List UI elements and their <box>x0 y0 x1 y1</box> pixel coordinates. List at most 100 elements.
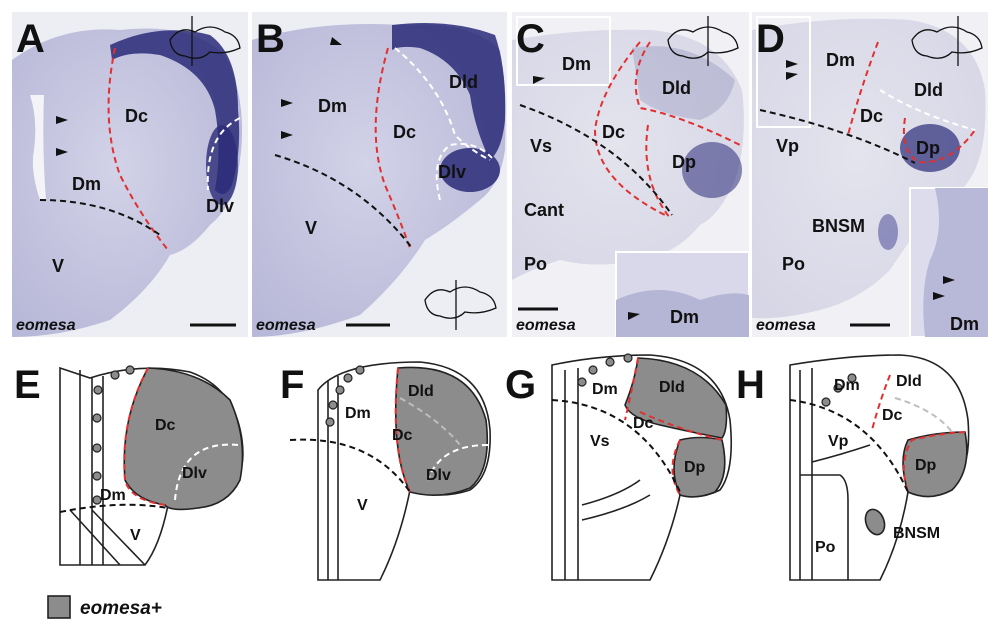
brain-orientation-icon <box>424 280 497 330</box>
panel-c-label-cant: Cant <box>524 200 564 220</box>
panel-e-label-dlv: Dlv <box>182 465 207 482</box>
panel-g-label-dp: Dp <box>684 459 706 476</box>
panel-d-label-bnsm: BNSM <box>812 216 865 236</box>
arrowhead-icon <box>56 116 68 124</box>
panel-d-micrograph: D Dm Dld Dc Vp Dp BNSM Po Dm eomesa <box>752 12 988 337</box>
panel-h-schematic: H Dm Dld Dc Vp Dp Po BNSM <box>736 354 970 581</box>
panel-f-label-dc: Dc <box>392 427 413 444</box>
panel-b-boundary-white-2 <box>435 142 493 201</box>
panel-d-inset-label: Dm <box>950 314 979 334</box>
panel-d-label-dm: Dm <box>826 50 855 70</box>
panel-e-label-v: V <box>130 527 141 544</box>
panel-b-stain <box>392 22 506 161</box>
panel-c-gene-label: eomesa <box>516 317 576 334</box>
panel-d-label-dld: Dld <box>914 80 943 100</box>
panel-a-label-dlv: Dlv <box>206 196 234 216</box>
panel-d-boundary-white <box>879 89 976 131</box>
panel-d-gene-label: eomesa <box>756 317 816 334</box>
panel-d-boundary-red-1 <box>847 41 879 136</box>
panel-h-label-bnsm: BNSM <box>893 525 940 542</box>
panel-c-inset-label: Dm <box>670 307 699 327</box>
panel-b-label-dm: Dm <box>318 96 347 116</box>
panel-c-letter: C <box>516 17 545 61</box>
panel-a-micrograph: A Dc Dm Dlv V eomesa <box>12 12 248 337</box>
panel-e-schematic: E Dc Dlv Dm V <box>14 363 244 566</box>
panel-c-inset-frame <box>516 16 611 86</box>
brain-orientation-icon <box>667 16 739 66</box>
legend-swatch <box>47 595 71 619</box>
arrowhead-icon <box>533 76 545 84</box>
panel-a-boundary-white <box>206 117 241 191</box>
panel-c-label-vs: Vs <box>530 136 552 156</box>
panel-a-ventricle <box>30 95 46 200</box>
panel-b-label-dlv: Dlv <box>438 162 466 182</box>
panel-c-stain-dp <box>682 142 742 198</box>
panel-b-label-v: V <box>305 218 317 238</box>
panel-d-inset-frame <box>756 16 811 128</box>
panel-b-label-dld: Dld <box>449 72 478 92</box>
panel-f-letter: F <box>280 363 304 407</box>
panel-b-gene-label: eomesa <box>256 317 316 334</box>
panel-c-label-dp: Dp <box>672 152 696 172</box>
panel-g-label-vs: Vs <box>590 433 610 450</box>
panel-g-label-dc: Dc <box>633 415 654 432</box>
arrowhead-icon <box>281 131 293 139</box>
panel-c-micrograph: C Dm Dld Dc Vs Dp Cant Po Dm eomesa <box>512 12 749 337</box>
panel-f-label-dld: Dld <box>408 383 434 400</box>
panel-b-boundary-white-1 <box>394 47 491 161</box>
panel-a-stain <box>110 30 240 194</box>
arrowhead-icon <box>281 99 293 107</box>
panel-f-label-dm: Dm <box>345 405 371 422</box>
brain-orientation-icon <box>911 16 983 66</box>
panel-h-label-dm: Dm <box>834 377 860 394</box>
panel-c-stain-dld <box>632 46 735 121</box>
arrowhead-icon <box>786 60 798 68</box>
panel-d-boundary-red-2 <box>902 117 976 164</box>
arrowhead-icon <box>628 312 640 320</box>
panel-b-letter: B <box>256 17 285 61</box>
panel-d-label-dc: Dc <box>860 106 883 126</box>
panel-c-label-dm: Dm <box>562 54 591 74</box>
brain-orientation-icon <box>169 16 241 66</box>
panel-b-stain-dlv <box>440 148 500 192</box>
panel-d-label-vp: Vp <box>776 136 799 156</box>
panel-h-label-dld: Dld <box>896 373 922 390</box>
legend-label: eomesa+ <box>80 598 162 619</box>
panel-h-label-dc: Dc <box>882 407 903 424</box>
panel-c-label-dld: Dld <box>662 78 691 98</box>
panel-a-letter: A <box>16 17 45 61</box>
panel-a-label-dc: Dc <box>125 106 148 126</box>
panel-d-stain-bnsm <box>878 214 898 250</box>
panel-g-schematic: G Dm Dld Dc Vs Dp <box>505 353 733 581</box>
panel-e-letter: E <box>14 363 41 407</box>
legend: eomesa+ <box>47 595 162 619</box>
panel-c-boundary-black <box>519 104 673 216</box>
arrowhead-icon <box>933 292 945 300</box>
panel-f-label-dlv: Dlv <box>426 467 451 484</box>
panel-h-label-vp: Vp <box>828 433 849 450</box>
panel-a-boundary-black <box>39 199 161 236</box>
panel-b-boundary-black <box>274 154 413 249</box>
panel-h-label-po: Po <box>815 539 836 556</box>
panel-e-label-dm: Dm <box>100 487 126 504</box>
panel-b-micrograph: B Dld Dm Dc Dlv V eomesa <box>252 12 507 337</box>
panel-b-label-dc: Dc <box>393 122 416 142</box>
arrowhead-icon <box>943 276 955 284</box>
panel-c-boundary-red-3 <box>645 124 671 219</box>
panel-a-gene-label: eomesa <box>16 317 76 334</box>
panel-a-label-v: V <box>52 256 64 276</box>
arrowhead-icon <box>330 37 342 45</box>
panel-g-label-dld: Dld <box>659 379 685 396</box>
panel-c-boundary-red-2 <box>634 41 741 146</box>
panel-h-letter: H <box>736 363 765 407</box>
panel-d-label-dp: Dp <box>916 138 940 158</box>
arrowhead-icon <box>56 148 68 156</box>
arrowhead-icon <box>786 72 798 80</box>
panel-f-schematic: F Dld Dm Dc Dlv V <box>280 361 491 581</box>
panel-c-tissue <box>512 29 744 280</box>
panel-d-letter: D <box>756 17 785 61</box>
panel-d-boundary-black <box>759 109 916 164</box>
panel-c-label-po: Po <box>524 254 547 274</box>
